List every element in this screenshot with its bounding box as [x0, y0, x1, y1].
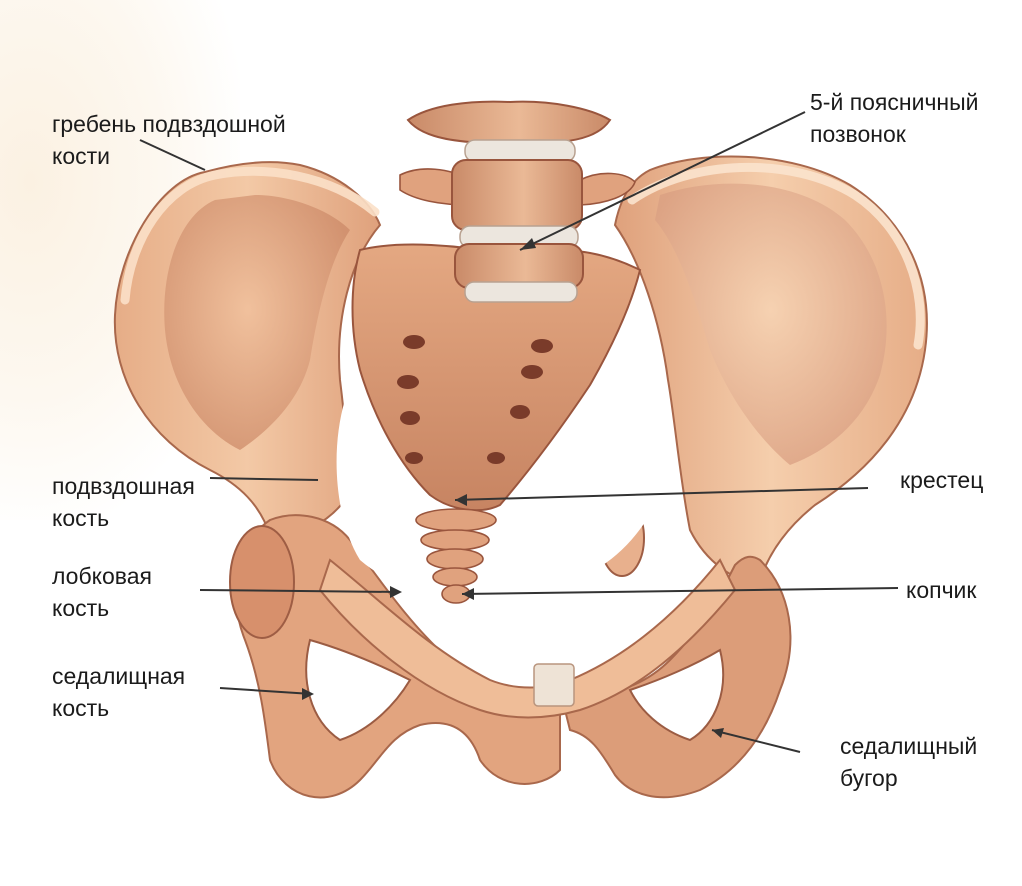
label-iliac-crest: гребень подвздошной кости [52, 108, 286, 172]
label-l5-vertebra-line1: 5-й поясничный [810, 86, 979, 118]
label-pubis: лобковая кость [52, 560, 152, 624]
label-pubis-line2: кость [52, 592, 152, 624]
label-ilium: подвздошная кость [52, 470, 195, 534]
label-coccyx-line1: копчик [906, 574, 976, 606]
label-coccyx: копчик [906, 574, 976, 606]
lumbosacral-disc [465, 282, 577, 302]
label-iliac-crest-line1: гребень подвздошной [52, 108, 286, 140]
label-iliac-crest-line2: кости [52, 140, 286, 172]
label-sacrum: крестец [900, 464, 983, 496]
label-ischium-line1: седалищная [52, 660, 185, 692]
label-ilium-line2: кость [52, 502, 195, 534]
intervertebral-disc-upper [465, 140, 575, 162]
label-ilium-line1: подвздошная [52, 470, 195, 502]
arrowhead-pubis [390, 586, 402, 598]
label-l5-vertebra-line2: позвонок [810, 118, 979, 150]
l4-vertebra [408, 102, 610, 142]
left-acetabulum [230, 526, 294, 638]
l5-vertebral-body [452, 160, 582, 230]
label-ischial-tuberosity: седалищный бугор [840, 730, 977, 794]
label-ischial-tuberosity-line2: бугор [840, 762, 977, 794]
label-sacrum-line1: крестец [900, 464, 983, 496]
pubic-symphysis [534, 664, 574, 706]
label-ischial-tuberosity-line1: седалищный [840, 730, 977, 762]
label-pubis-line1: лобковая [52, 560, 152, 592]
label-ischium-line2: кость [52, 692, 185, 724]
label-l5-vertebra: 5-й поясничный позвонок [810, 86, 979, 150]
label-ischium: седалищная кость [52, 660, 185, 724]
